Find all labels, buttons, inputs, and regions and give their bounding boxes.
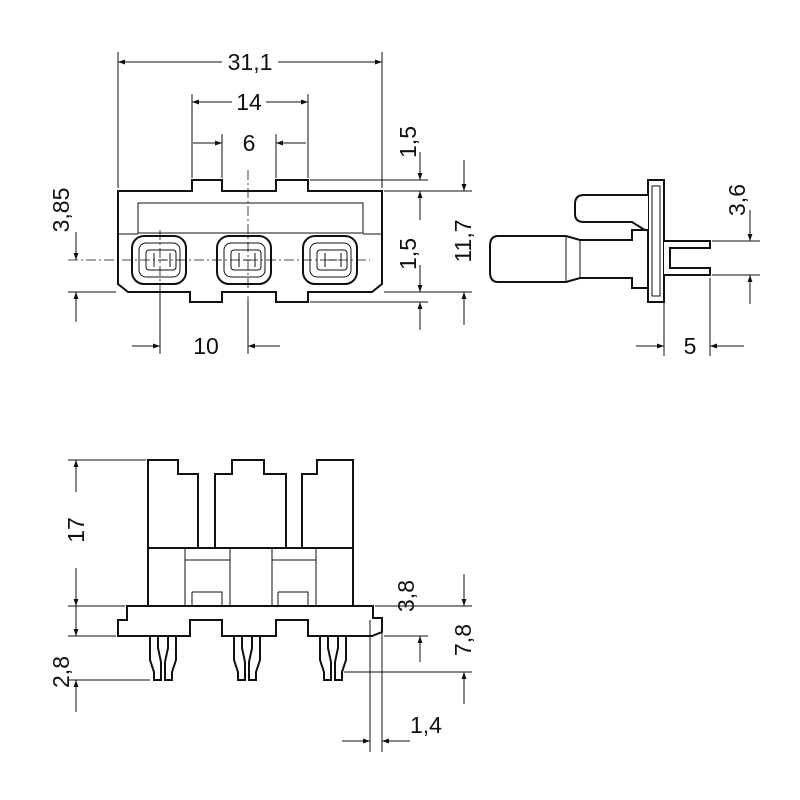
side-view-plug: [489, 229, 649, 289]
front-flange: [117, 605, 383, 637]
front-post-3: [301, 459, 354, 549]
dim-pin-total: 7,8: [450, 624, 476, 656]
side-view-latch: [574, 194, 649, 233]
top-view: 31,1 14 6 1,5 3,85 1,5 11,7 10: [48, 49, 476, 359]
dim-tab-width: 6: [243, 130, 256, 156]
dim-left-offset: 3,85: [48, 188, 74, 233]
dim-overall-width: 31,1: [228, 49, 273, 75]
side-view: 3,6 5: [489, 179, 760, 359]
dim-pin-width: 1,4: [410, 712, 442, 738]
dim-front-height: 17: [63, 517, 89, 543]
dim-side-pin-height: 3,6: [724, 184, 750, 216]
side-view-flange: [647, 179, 665, 303]
front-pin-3: [319, 635, 347, 681]
front-pin-1: [149, 635, 177, 681]
front-housing: [147, 547, 354, 607]
dim-side-pin-length: 5: [684, 333, 697, 359]
dim-pitch: 10: [193, 333, 219, 359]
dim-flange-thickness: 3,8: [393, 580, 419, 612]
dim-tab-height: 1,5: [395, 126, 421, 158]
front-post-1: [147, 459, 199, 549]
top-view-recess: [137, 202, 364, 234]
front-view: 17 3,8 7,8 2,8 1,4: [48, 459, 476, 752]
dim-top-width: 14: [236, 89, 262, 115]
dim-bottom-tab-height: 1,5: [395, 238, 421, 270]
dim-overall-height: 11,7: [450, 219, 476, 262]
dim-pin-length: 2,8: [48, 656, 74, 688]
front-post-2: [214, 459, 287, 549]
front-pin-2: [233, 635, 261, 681]
side-view-pins: [664, 240, 711, 276]
